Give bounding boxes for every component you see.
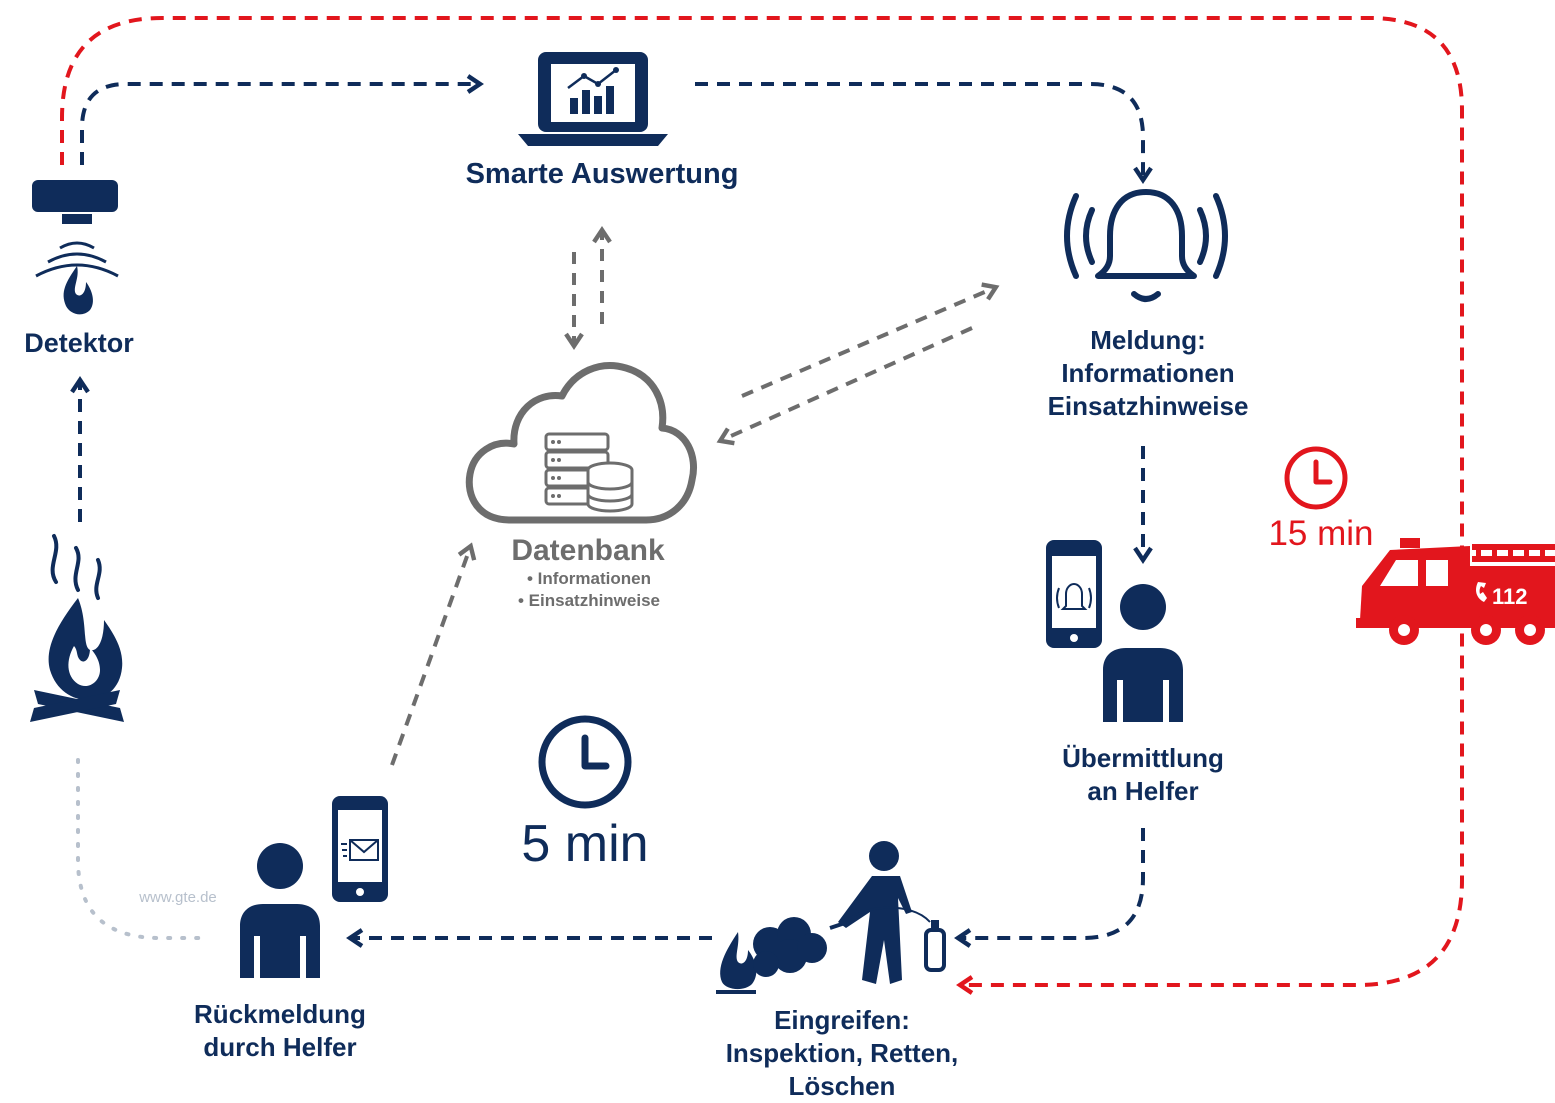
feedback-label-line: Rückmeldung xyxy=(194,999,366,1029)
person-phone-mail-icon xyxy=(240,796,388,978)
dotted-feedback-to-fire xyxy=(76,758,207,940)
bell-icon xyxy=(1064,189,1228,302)
arrow-alert-to-database xyxy=(716,326,973,446)
campfire-icon xyxy=(30,534,124,722)
smoke-detector-icon xyxy=(32,180,119,315)
fire-brigade-time-label: 15 min xyxy=(1268,514,1374,553)
transmit-label-line: Übermittlung xyxy=(1062,743,1224,773)
helper-time-label: 5 min xyxy=(521,815,649,873)
firefighter-extinguisher-icon xyxy=(716,841,946,994)
fire-truck-plate: 112 xyxy=(1492,584,1528,609)
alert-label-line: Informationen xyxy=(1061,358,1235,388)
phone-person-icon xyxy=(1046,540,1183,722)
feedback-label: Rückmeldung durch Helfer xyxy=(160,998,400,1064)
arrow-evaluation-to-alert xyxy=(695,82,1153,184)
watermark-text: www.gte.de xyxy=(139,889,217,906)
cloud-database-icon xyxy=(465,362,697,524)
transmit-label-line: an Helfer xyxy=(1087,776,1199,806)
alert-label-line: Meldung: xyxy=(1090,325,1206,355)
laptop-chart-icon xyxy=(518,52,668,146)
smart-evaluation-label: Smarte Auswertung xyxy=(465,158,739,190)
database-label: Datenbank xyxy=(511,534,665,567)
intervene-label-line: Eingreifen: xyxy=(774,1005,910,1035)
arrow-transmit-to-intervene xyxy=(954,828,1145,948)
alert-label: Meldung: Informationen Einsatzhinweise xyxy=(1020,324,1276,423)
intervene-label-line: Inspektion, Retten, xyxy=(725,1038,959,1068)
fire-truck-icon: 112 xyxy=(1356,538,1555,645)
intervene-label-line: Löschen xyxy=(788,1071,896,1101)
alert-label-line: Einsatzhinweise xyxy=(1047,391,1249,421)
fire-brigade-alarm-path xyxy=(60,16,1464,995)
arrow-database-to-alert xyxy=(741,282,1000,398)
detector-label: Detektor xyxy=(24,328,134,358)
clock-icon xyxy=(538,715,632,809)
arrow-detector-to-evaluation xyxy=(80,74,484,165)
database-item-instructions: • Einsatzhinweise xyxy=(518,591,660,610)
database-item-information: • Informationen xyxy=(526,569,651,588)
feedback-label-line: durch Helfer xyxy=(203,1032,357,1062)
transmit-label: Übermittlung an Helfer xyxy=(1030,742,1256,808)
clock-icon xyxy=(1284,446,1348,510)
arrow-feedback-to-database xyxy=(390,542,477,766)
intervene-label: Eingreifen: Inspektion, Retten, Löschen xyxy=(700,1004,984,1103)
